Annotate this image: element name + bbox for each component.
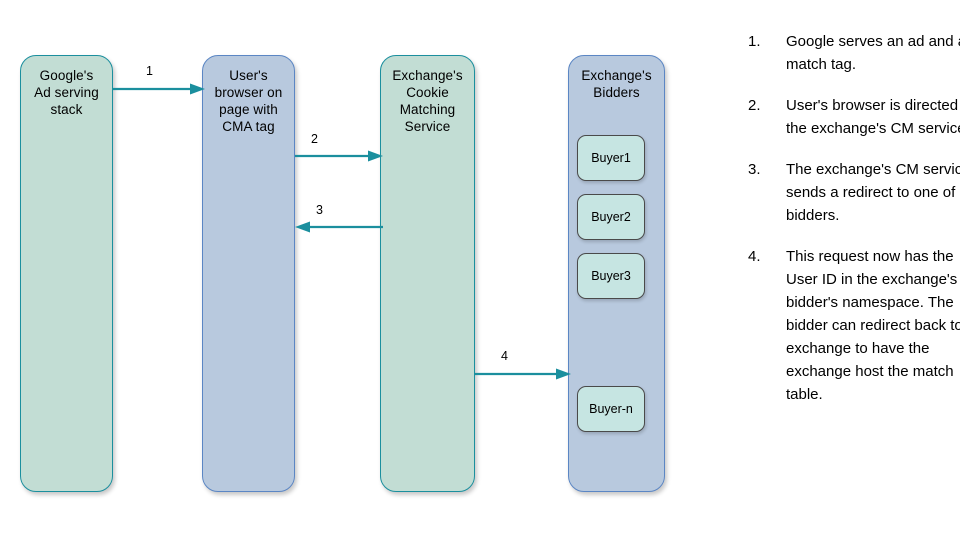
- buyer-label: Buyer1: [591, 151, 631, 165]
- arrow-1-label: 1: [146, 64, 153, 78]
- node-user-browser: User's browser on page with CMA tag: [202, 55, 295, 492]
- arrow-2-label: 2: [311, 132, 318, 146]
- arrow-2-icon: [295, 150, 383, 162]
- step-number: 3.: [748, 161, 761, 178]
- node-exchange-cookie-matching-service: Exchange's Cookie Matching Service: [380, 55, 475, 492]
- arrow-4-label: 4: [501, 349, 508, 363]
- step-text: This request now has the User ID in the …: [786, 248, 960, 403]
- step-text: User's browser is directed to the exchan…: [786, 97, 960, 137]
- step-number: 2.: [748, 97, 761, 114]
- node-buyer-3: Buyer3: [577, 253, 645, 299]
- list-item: 2. User's browser is directed to the exc…: [748, 94, 960, 140]
- step-number: 4.: [748, 248, 761, 265]
- arrow-3-icon: [295, 221, 383, 233]
- list-item: 3. The exchange's CM service sends a red…: [748, 158, 960, 227]
- node-label: Exchange's Cookie Matching Service: [392, 68, 463, 134]
- node-buyer-2: Buyer2: [577, 194, 645, 240]
- steps-list: 1. Google serves an ad and a match tag. …: [708, 30, 960, 424]
- list-item: 4. This request now has the User ID in t…: [748, 245, 960, 406]
- node-label: Exchange's Bidders: [581, 68, 652, 100]
- step-text: The exchange's CM service sends a redire…: [786, 161, 960, 224]
- arrow-4-icon: [475, 368, 571, 380]
- arrow-1-icon: [113, 83, 205, 95]
- buyer-label: Buyer-n: [589, 402, 633, 416]
- arrow-3-label: 3: [316, 203, 323, 217]
- step-text: Google serves an ad and a match tag.: [786, 33, 960, 73]
- node-google-ad-serving-stack: Google's Ad serving stack: [20, 55, 113, 492]
- node-label: User's browser on page with CMA tag: [214, 68, 283, 134]
- buyer-label: Buyer2: [591, 210, 631, 224]
- buyer-label: Buyer3: [591, 269, 631, 283]
- node-buyer-n: Buyer-n: [577, 386, 645, 432]
- node-buyer-1: Buyer1: [577, 135, 645, 181]
- node-label: Google's Ad serving stack: [34, 68, 99, 117]
- list-item: 1. Google serves an ad and a match tag.: [748, 30, 960, 76]
- step-number: 1.: [748, 33, 761, 50]
